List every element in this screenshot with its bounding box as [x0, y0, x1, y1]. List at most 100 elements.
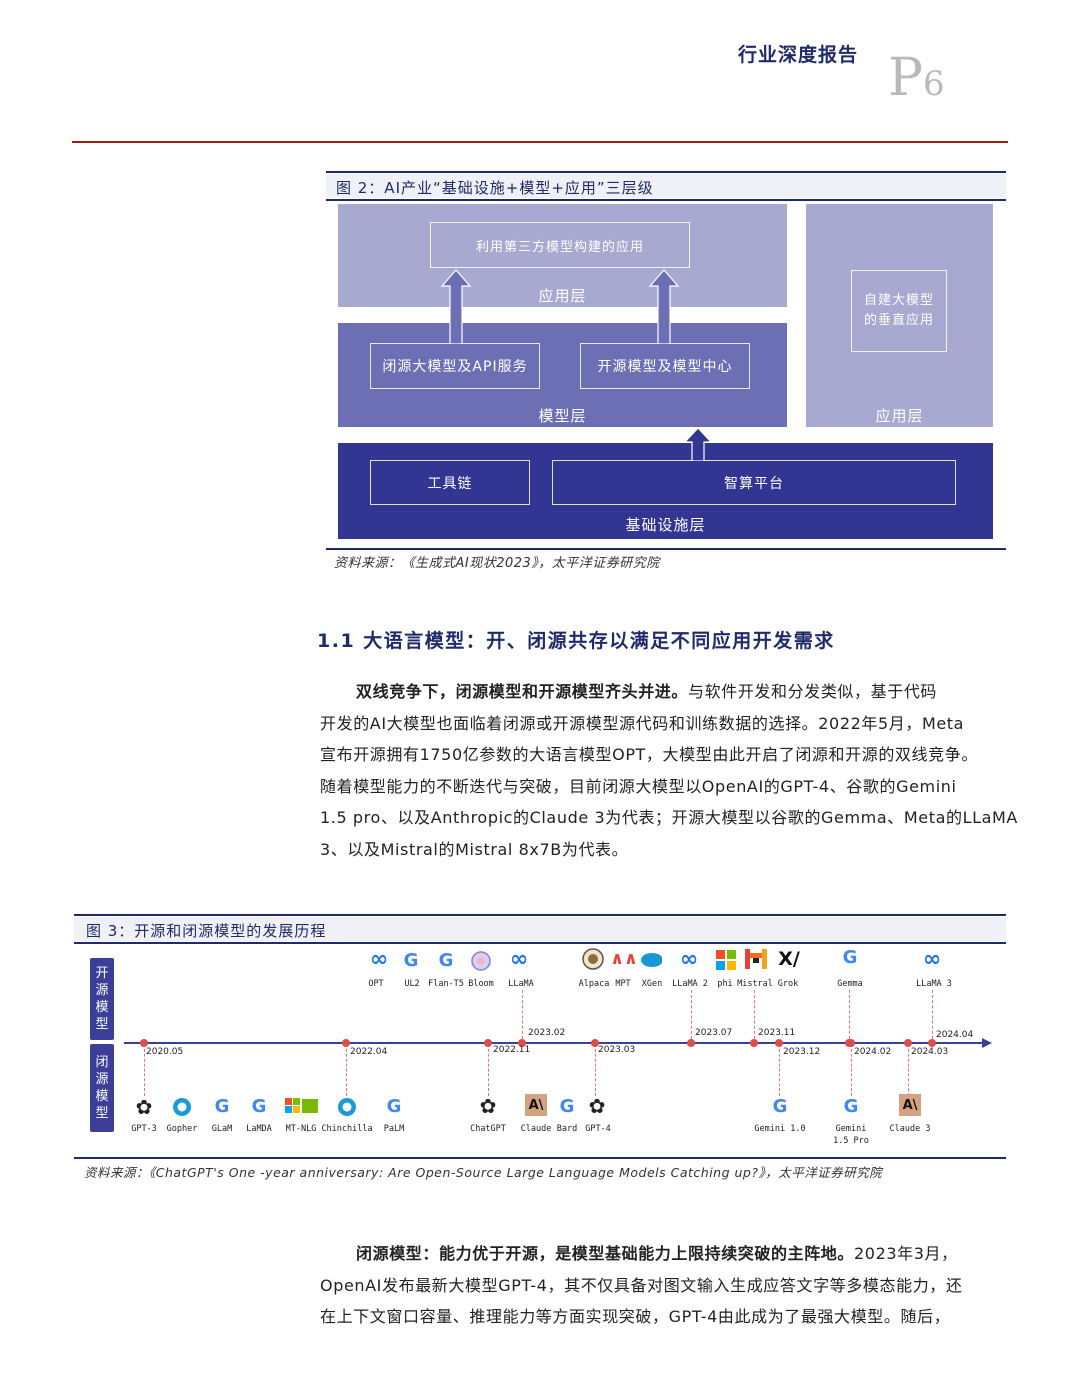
- timeline-dot: [750, 1039, 758, 1047]
- chinchilla-logo-icon: [336, 1096, 358, 1118]
- timeline-connector: [144, 1044, 145, 1096]
- model-label: MPT: [615, 979, 631, 989]
- model-label: Gopher: [166, 1124, 198, 1134]
- google-logo-icon: G: [772, 1096, 788, 1117]
- model-timeline: 开 源 模 型 闭 源 模 型 2020.05 2022.04 2022.11 …: [74, 944, 1006, 1154]
- infra-layer-label: 基础设施层: [625, 516, 706, 534]
- timeline-connector: [908, 1044, 909, 1096]
- vertical-app-layer: [806, 204, 993, 427]
- app-layer: [338, 204, 787, 307]
- compute-platform-box: 智算平台: [552, 460, 956, 505]
- tag-char: 源: [95, 983, 109, 998]
- meta-logo-icon: ∞: [679, 947, 699, 972]
- timeline-date: 2023.12: [783, 1047, 821, 1057]
- figure3-title-bar: [74, 917, 1006, 941]
- tag-char: 型: [95, 1017, 109, 1032]
- microsoft-logo-icon: [715, 949, 737, 971]
- model-label: LLaMA 3: [916, 979, 952, 989]
- figure2-bottom-rule: [326, 548, 1006, 550]
- tag-char: 型: [95, 1106, 109, 1121]
- paragraph-line: 在上下文窗口容量、推理能力等方面实现突破，GPT-4由此成为了最强大模型。随后，: [320, 1307, 951, 1326]
- tag-char: 模: [95, 1089, 109, 1104]
- model-label: Chinchilla: [321, 1124, 373, 1134]
- paragraph-line: 与软件开发和分发类似，基于代码: [688, 682, 938, 701]
- model-label: Gemini 1.0: [754, 1124, 806, 1134]
- figure2-title-rule: [326, 199, 1006, 201]
- google-logo-icon: G: [214, 1096, 230, 1117]
- alpaca-logo-icon: [582, 948, 604, 970]
- openai-logo-icon: ✿: [588, 1094, 606, 1118]
- model-label: GPT-4: [585, 1124, 611, 1134]
- mistral-logo-icon: [745, 948, 767, 970]
- xai-logo-icon: X/: [778, 947, 800, 970]
- app-layer-label: 应用层: [538, 287, 587, 305]
- paragraph-line: 宣布开源拥有1750亿参数的大语言模型OPT，大模型由此开启了闭源和开源的双线竞…: [320, 745, 978, 764]
- meta-logo-icon: ∞: [922, 947, 942, 972]
- figure3-source: 资料来源：《ChatGPT's One -year anniversary: A…: [84, 1165, 883, 1180]
- report-type-title: 行业深度报告: [738, 44, 859, 66]
- paragraph-lead: 双线竞争下，闭源模型和开源模型齐头并进。: [356, 682, 689, 701]
- model-label: GPT-3: [131, 1124, 157, 1134]
- up-arrow-icon: [648, 269, 680, 344]
- gopher-logo-icon: [171, 1096, 193, 1118]
- timeline-date: 2023.11: [758, 1028, 796, 1038]
- closed-model-api-box: 闭源大模型及API服务: [370, 343, 540, 389]
- tag-char: 开: [95, 966, 109, 981]
- paragraph-dual-competition: 双线竞争下，闭源模型和开源模型齐头并进。与软件开发和分发类似，基于代码 开发的A…: [320, 676, 1017, 865]
- up-arrow-icon: [440, 269, 472, 344]
- timeline-dot: [484, 1039, 492, 1047]
- google-logo-icon: G: [386, 1096, 402, 1117]
- anthropic-logo-icon: A\: [525, 1094, 547, 1116]
- timeline-date: 2024.04: [936, 1030, 974, 1040]
- model-label: UL2: [404, 979, 420, 989]
- timeline-connector: [488, 1044, 489, 1096]
- timeline-date: 2023.07: [695, 1028, 733, 1038]
- model-label: Mistral: [737, 979, 773, 989]
- timeline-date: 2020.05: [146, 1047, 184, 1057]
- model-label: Claude 3: [889, 1124, 931, 1134]
- mpt-logo-icon: ∧∧: [610, 948, 638, 969]
- google-logo-icon: G: [559, 1096, 575, 1117]
- vertical-app-line1: 自建大模型: [863, 293, 934, 308]
- openai-logo-icon: ✿: [135, 1095, 153, 1119]
- model-label: ChatGPT: [470, 1124, 506, 1134]
- vertical-app-box: 自建大模型 的垂直应用: [851, 270, 947, 352]
- open-model-hub-box: 开源模型及模型中心: [580, 343, 750, 389]
- meta-logo-icon: ∞: [509, 947, 529, 972]
- timeline-date: 2022.04: [350, 1047, 388, 1057]
- timeline-dot: [140, 1039, 148, 1047]
- model-label: PaLM: [383, 1124, 405, 1134]
- model-label: Gemma: [837, 979, 863, 989]
- google-logo-icon: G: [251, 1096, 267, 1117]
- mt-nlg-logo-icon: [285, 1096, 319, 1118]
- model-label: Claude: [520, 1124, 552, 1134]
- model-label: Grok: [777, 979, 799, 989]
- figure3-title-rule: [74, 942, 1006, 944]
- model-label: OPT: [368, 979, 384, 989]
- tag-char: 模: [95, 1000, 109, 1015]
- timeline-connector: [851, 1044, 852, 1096]
- timeline-connector: [932, 990, 933, 1044]
- anthropic-logo-icon: A\: [899, 1094, 921, 1116]
- openai-logo-icon: ✿: [479, 1094, 497, 1118]
- xgen-logo-icon: [640, 948, 662, 970]
- timeline-connector: [691, 990, 692, 1044]
- model-label: phi: [717, 979, 733, 989]
- timeline-date: 2022.11: [493, 1045, 531, 1055]
- figure3-title: 图 3：开源和闭源模型的发展历程: [86, 922, 327, 940]
- paragraph-line: 2023年3月，: [854, 1244, 958, 1263]
- paragraph-closed-source: 闭源模型：能力优于开源，是模型基础能力上限持续突破的主阵地。2023年3月， O…: [320, 1238, 1010, 1333]
- model-label: XGen: [641, 979, 663, 989]
- google-logo-icon: G: [403, 950, 419, 971]
- model-label: Alpaca: [578, 979, 610, 989]
- google-logo-icon: G: [842, 947, 858, 968]
- model-label: Flan-T5: [428, 979, 464, 989]
- timeline-dot: [687, 1039, 695, 1047]
- timeline-dot: [342, 1039, 350, 1047]
- model-label: Bard: [556, 1124, 578, 1134]
- model-label: LLaMA: [508, 979, 534, 989]
- tag-char: 源: [95, 1072, 109, 1087]
- vertical-app-line2: 的垂直应用: [863, 313, 934, 328]
- timeline-connector: [849, 990, 850, 1044]
- model-label: 1.5 Pro: [833, 1136, 869, 1146]
